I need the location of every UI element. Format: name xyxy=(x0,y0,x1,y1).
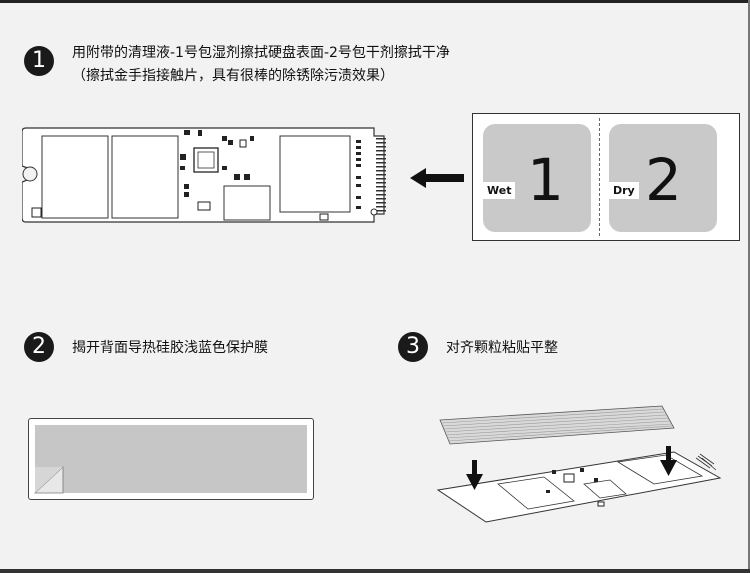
step-1-line-2: （擦拭金手指接触片，具有很棒的除锈除污渍效果） xyxy=(72,68,394,84)
arrow-left-icon xyxy=(410,168,464,188)
ssd-board-illustration xyxy=(22,127,386,223)
right-border xyxy=(748,0,750,573)
thermal-pad-illustration xyxy=(28,418,314,500)
apply-pad-illustration xyxy=(436,405,722,523)
step-3-number: 3 xyxy=(398,332,428,362)
perforation-line xyxy=(599,118,600,236)
dry-label: Dry xyxy=(609,182,639,199)
top-border xyxy=(0,0,750,3)
wipe-packets: Wet 1 Dry 2 xyxy=(472,113,740,241)
step-2-number: 2 xyxy=(24,332,54,362)
peel-corner-icon xyxy=(33,466,64,494)
wet-number: 1 xyxy=(527,146,564,214)
step-1-line-1: 用附带的清理液-1号包湿剂擦拭硬盘表面-2号包干剂擦拭干净 xyxy=(72,45,450,61)
dry-wipe-packet: Dry 2 xyxy=(609,124,717,232)
step-1-number: 1 xyxy=(24,46,54,76)
step-2-text: 揭开背面导热硅胶浅蓝色保护膜 xyxy=(72,340,268,356)
wet-label: Wet xyxy=(483,182,516,199)
wet-wipe-packet: Wet 1 xyxy=(483,124,591,232)
thermal-pad-surface xyxy=(35,425,307,493)
bottom-border xyxy=(0,569,750,573)
dry-number: 2 xyxy=(645,146,682,214)
step-3-text: 对齐颗粒粘贴平整 xyxy=(446,340,558,356)
